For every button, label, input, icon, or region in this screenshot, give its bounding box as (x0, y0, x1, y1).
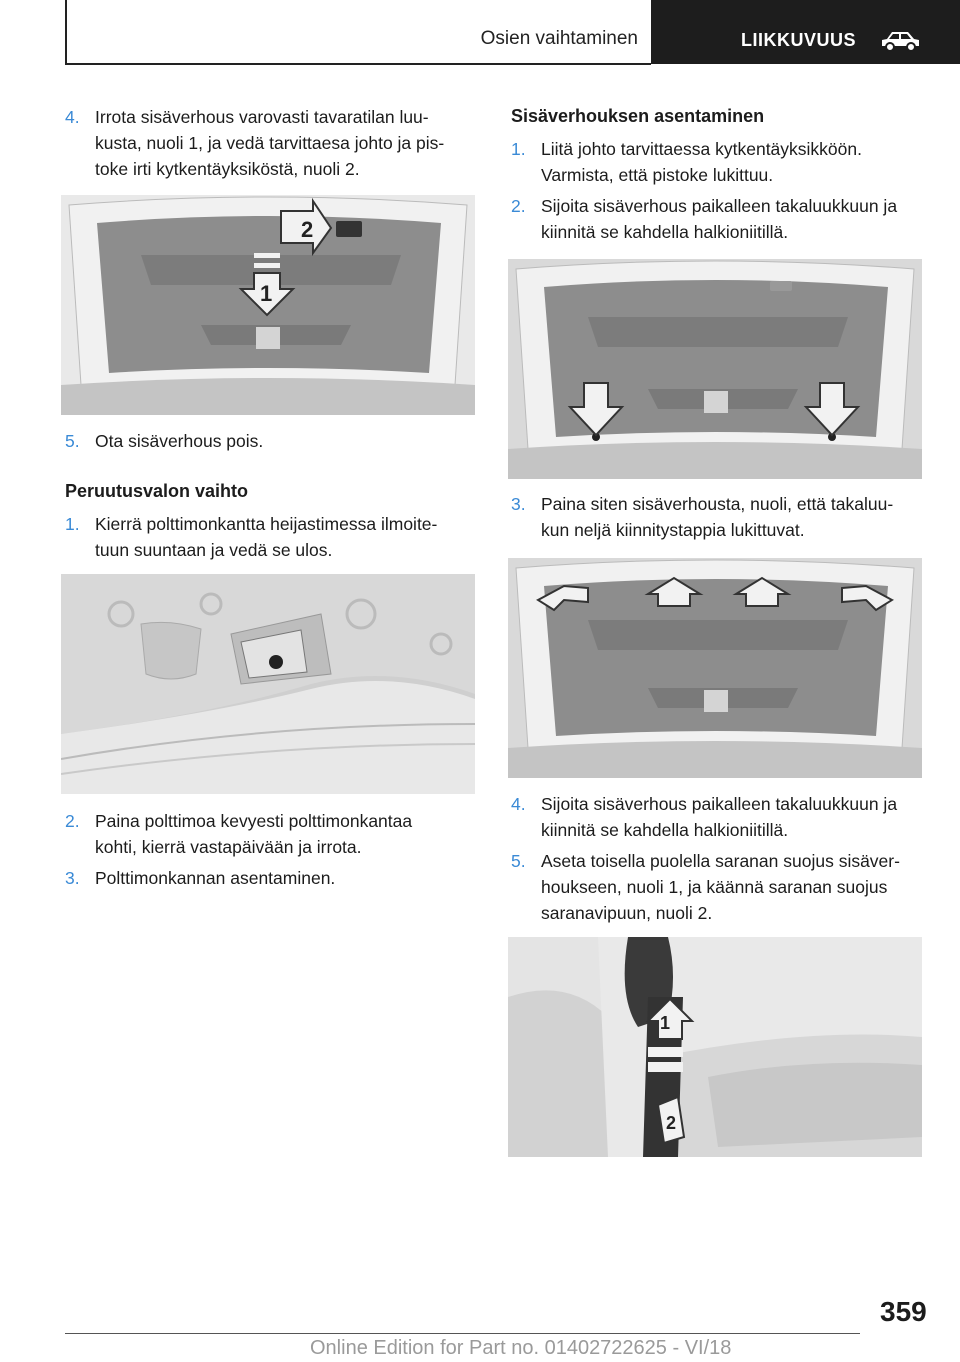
step-number: 2. (65, 811, 80, 831)
step-text-line: Paina polttimoa kevyesti polttimonkantaa (95, 811, 413, 831)
trunk-trim-install-image (508, 259, 922, 479)
arrow-1-icon: 1 (645, 997, 695, 1040)
arrow-1-icon: 1 (238, 253, 296, 317)
step-number: 4. (511, 794, 526, 814)
step-text-line: Paina siten sisäverhousta, nuoli, että t… (541, 494, 894, 514)
arrow-label-1: 1 (660, 1013, 670, 1033)
car-icon (882, 32, 919, 52)
trunk-trim-press-image (508, 558, 922, 778)
chapter-title: LIIKKUVUUS (741, 30, 857, 50)
arrow-label-1: 1 (260, 281, 272, 306)
step-number: 3. (511, 494, 526, 514)
trunk-trim-removal-image: 2 1 (61, 195, 475, 415)
hinge-cover-image: 1 2 (508, 937, 922, 1157)
step-text-line: houkseen, nuoli 1, ja käännä saranan suo… (541, 877, 888, 897)
step-text-line: kiinnitä se kahdella halkioniitillä. (541, 222, 789, 242)
section-title: Osien vaihtaminen (480, 28, 638, 49)
step-number: 5. (511, 851, 526, 871)
step-text-line: kohti, kierrä vastapäivään ja irrota. (95, 837, 362, 857)
step-text: Polttimonkannan asentaminen. (95, 868, 336, 888)
arrow-label-2: 2 (666, 1113, 676, 1133)
reverse-light-bulb-socket-image (61, 574, 475, 794)
step-text: Ota sisäverhous pois. (95, 431, 264, 451)
step-text-line: Liitä johto tarvittaessa kytkentäyksikkö… (541, 139, 862, 159)
step-number: 3. (65, 868, 80, 888)
step-text-line: Sijoita sisäverhous paikalleen takaluukk… (541, 794, 898, 814)
step-number: 5. (65, 431, 80, 451)
step-number: 1. (511, 139, 526, 159)
section-heading: Peruutusvalon vaihto (65, 481, 249, 501)
up-arrow-icon (644, 576, 704, 607)
down-arrow-icon (803, 382, 861, 437)
step-text-line: toke irti kytkentäyksiköstä, nuoli 2. (95, 159, 360, 179)
arrow-2-icon: 2 (656, 1095, 686, 1145)
section-heading: Sisäverhouksen asentaminen (511, 106, 765, 126)
step-text-line: saranavipuun, nuoli 2. (541, 903, 713, 923)
step-text-line: Aseta toisella puolella saranan suojus s… (541, 851, 900, 871)
step-text-line: Kierrä polttimonkantta heijastimessa ilm… (95, 514, 438, 534)
up-arrow-icon (732, 576, 792, 607)
footer-edition: Online Edition for Part no. 01402722625 … (310, 1337, 732, 1359)
step-text-line: Irrota sisäverhous varovasti tavaratilan… (95, 107, 429, 127)
down-arrow-icon (567, 382, 625, 437)
chapter-tab (651, 0, 960, 64)
step-text-line: kusta, nuoli 1, ja vedä tarvittaesa joht… (95, 133, 445, 153)
step-number: 1. (65, 514, 80, 534)
arrow-label-2: 2 (301, 217, 313, 242)
page-number: 359 (880, 1296, 927, 1327)
step-number: 4. (65, 107, 80, 127)
footer-rule (65, 1333, 860, 1334)
step-text-line: kiinnitä se kahdella halkioniitillä. (541, 820, 789, 840)
arrow-2-icon: 2 (280, 197, 333, 257)
step-text-line: Varmista, että pistoke lukittuu. (541, 165, 774, 185)
step-text-line: kun neljä kiinnitystappia lukittuvat. (541, 520, 805, 540)
header-rule-left (65, 0, 67, 64)
header-rule-bottom (65, 63, 651, 65)
step-text-line: Sijoita sisäverhous paikalleen takaluukk… (541, 196, 898, 216)
up-arrow-icon (536, 584, 589, 612)
up-arrow-icon (841, 584, 894, 612)
step-number: 2. (511, 196, 526, 216)
step-text-line: tuun suuntaan ja vedä se ulos. (95, 540, 333, 560)
